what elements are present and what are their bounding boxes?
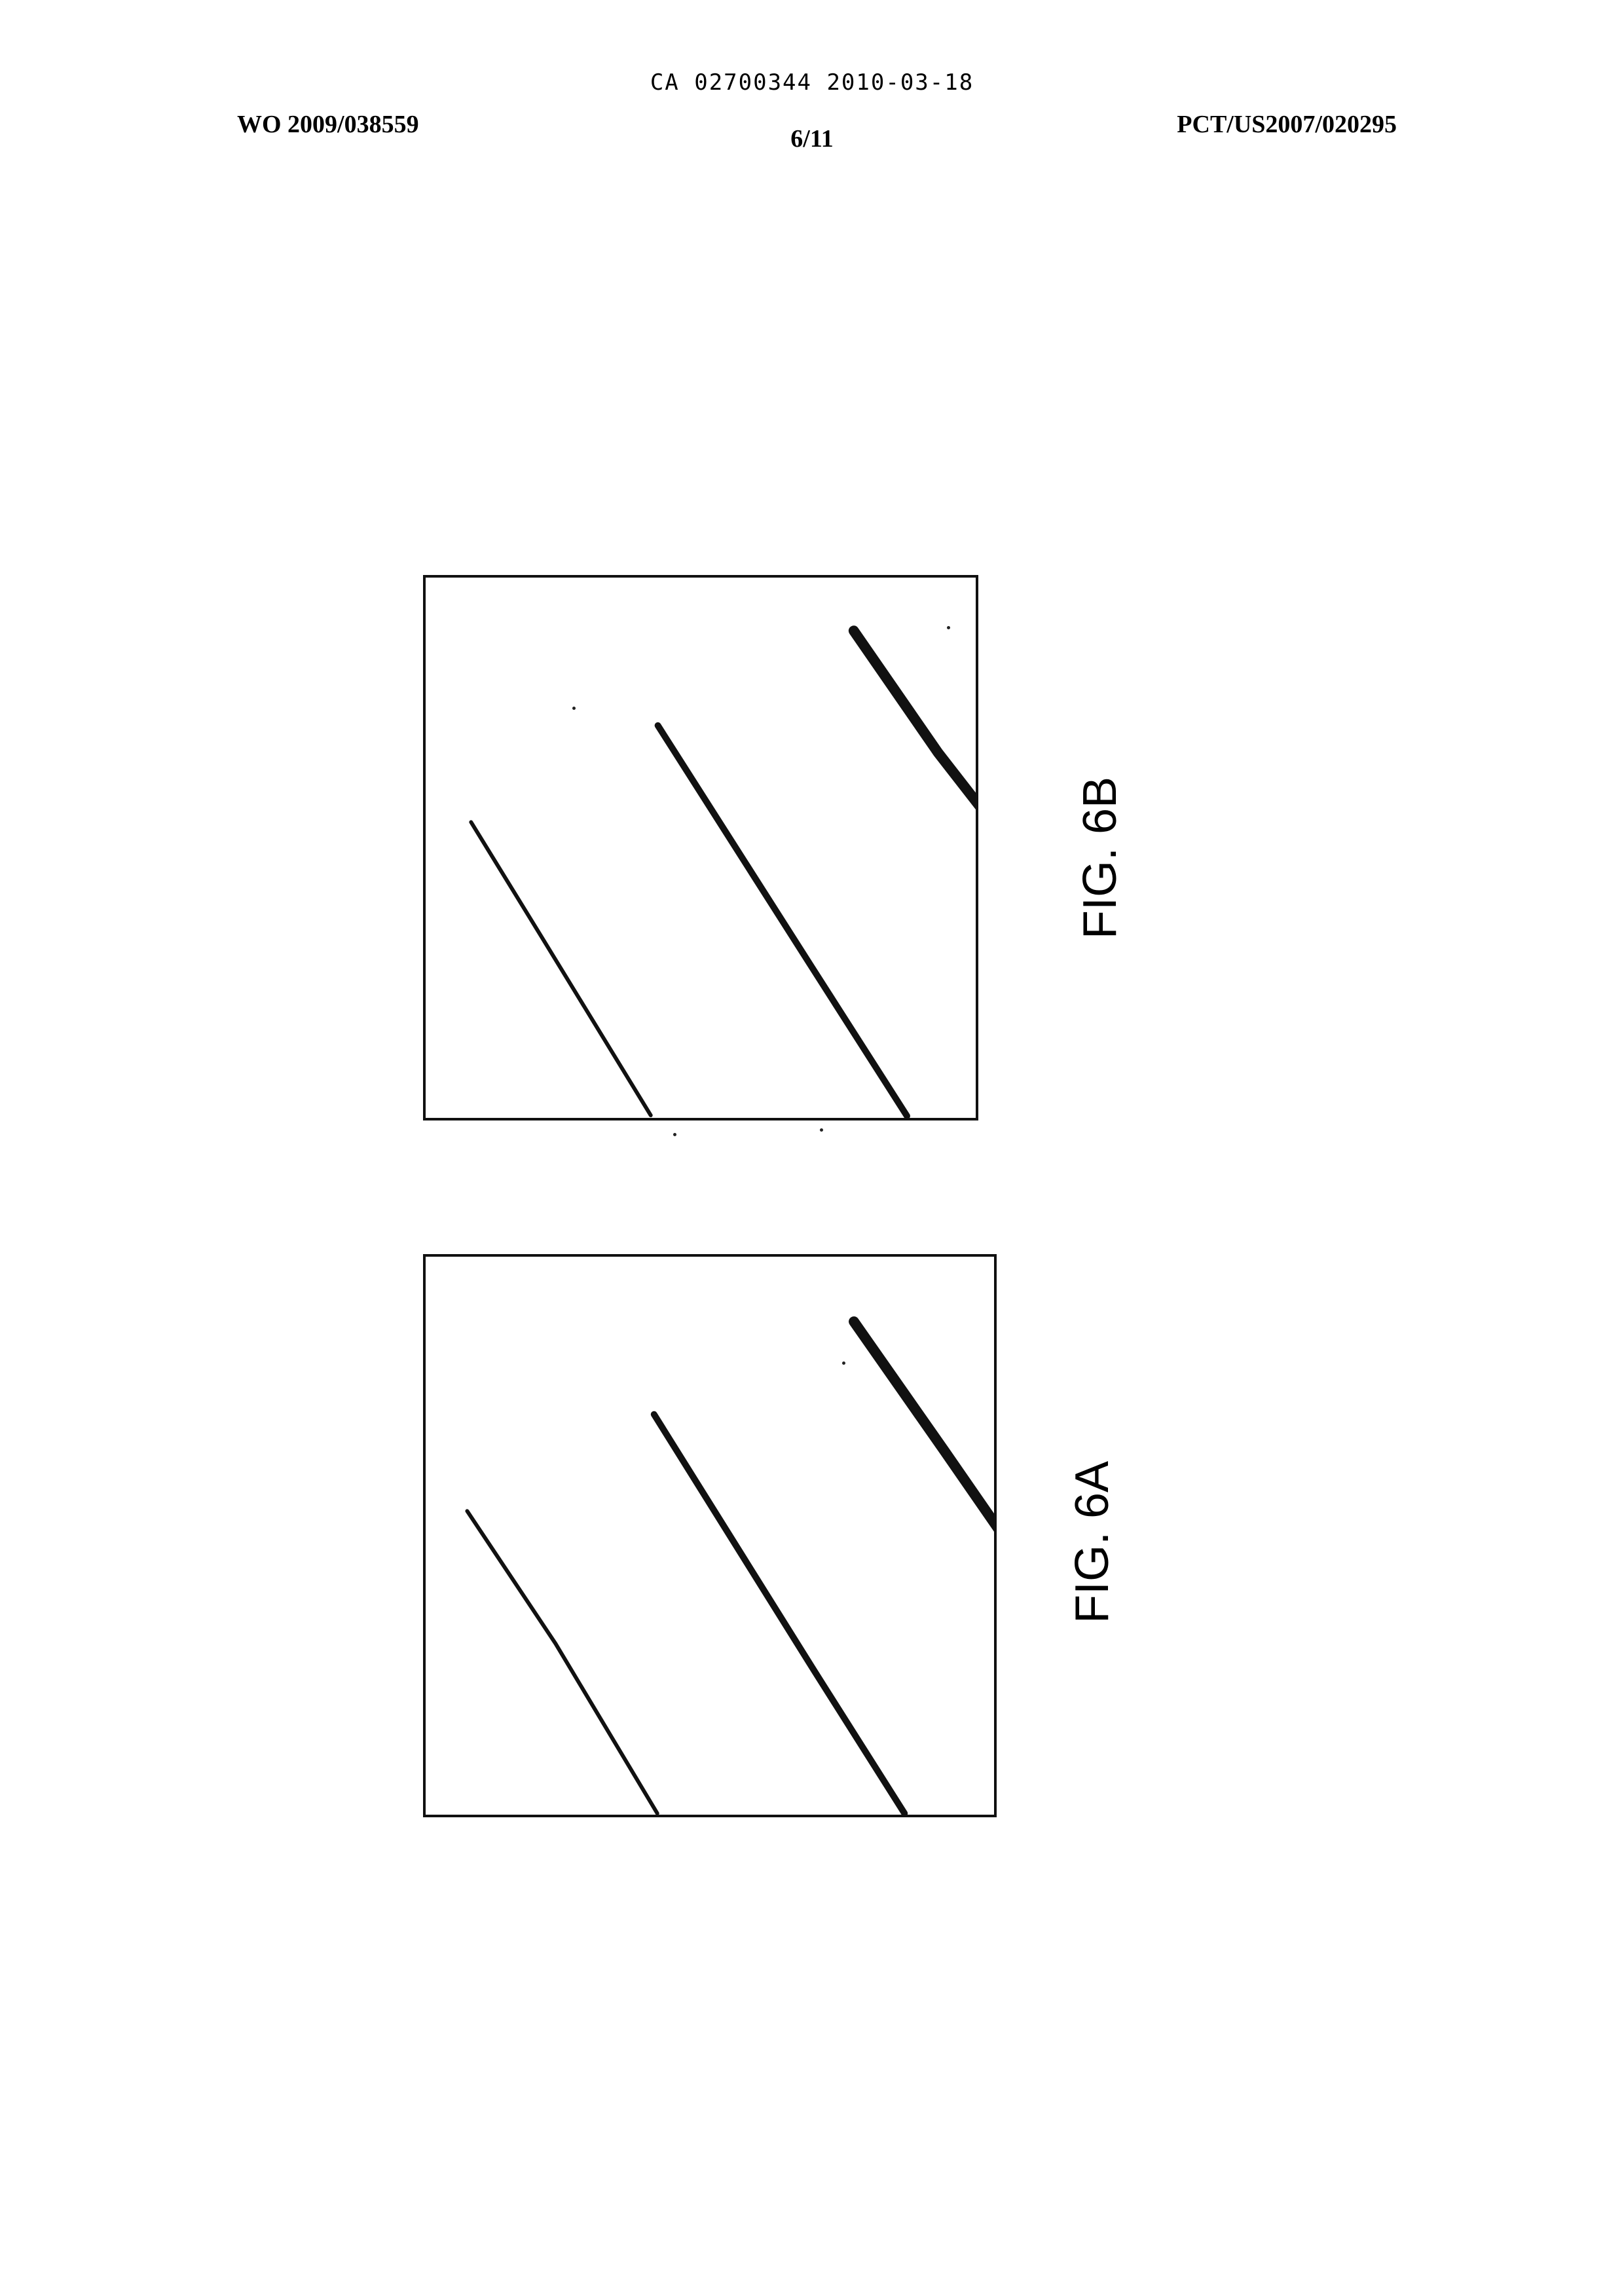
ca-document-number: CA 02700344 2010-03-18	[0, 69, 1624, 96]
figure-6b-drawing	[426, 578, 976, 1118]
figure-6a-thin-line	[467, 1511, 657, 1813]
scan-speck	[820, 1128, 823, 1132]
figure-6a-thick-line	[854, 1322, 994, 1536]
figure-6b-frame	[423, 575, 978, 1120]
figure-6a-medium-line	[654, 1415, 904, 1813]
pct-application-number: PCT/US2007/020295	[1048, 110, 1397, 139]
scan-speck	[947, 626, 950, 629]
page-header: CA 02700344 2010-03-18 WO 2009/038559 6/…	[0, 0, 1624, 170]
figure-6b-medium-line	[658, 726, 907, 1116]
figure-6b-thick-line	[854, 631, 976, 811]
figure-6b-caption: FIG. 6B	[1073, 777, 1127, 939]
scan-speck	[842, 1361, 845, 1365]
figure-6a-frame	[423, 1254, 997, 1817]
figure-6a-drawing	[426, 1257, 994, 1815]
scan-speck	[572, 707, 576, 710]
figure-6a-caption: FIG. 6A	[1065, 1461, 1119, 1623]
figure-6b-thin-line	[471, 822, 650, 1115]
scan-speck	[673, 1133, 676, 1136]
